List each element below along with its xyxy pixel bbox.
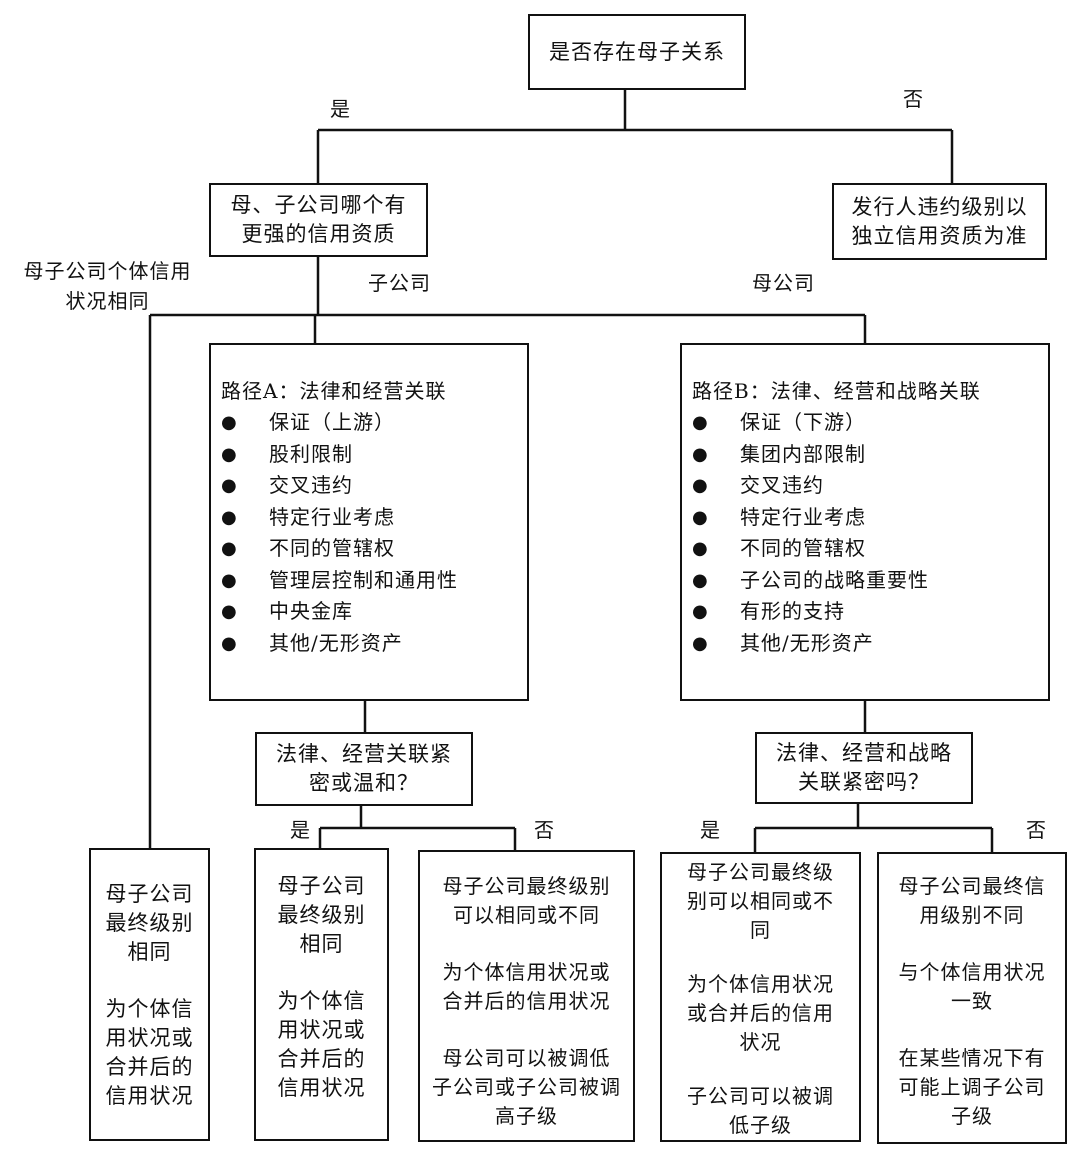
question-b-no-label: 否 — [1026, 818, 1047, 842]
list-item: ●不同的管辖权 — [692, 533, 1048, 565]
result-same-line-1: 母子公司 最终级别 相同 — [105, 882, 194, 964]
result-b-yes-box: 母子公司最终级 别可以相同或不 同 为个体信用状况 或合并后的信用 状况 子公司… — [660, 852, 861, 1142]
result-b-yes-line-1: 母子公司最终级 别可以相同或不 同 — [687, 860, 834, 942]
bullet-icon: ● — [692, 412, 709, 433]
bullet-icon: ● — [221, 538, 238, 559]
question-a-no-label: 否 — [534, 818, 555, 842]
same-credit-label: 母子公司个体信用 状况相同 — [23, 259, 192, 313]
stronger-question-box: 母、子公司哪个有 更强的信用资质 — [209, 183, 428, 257]
list-item: ●中央金库 — [221, 596, 527, 628]
root-no-label: 否 — [903, 87, 924, 111]
path-b-list: ●保证（下游） ●集团内部限制 ●交叉违约 ●特定行业考虑 ●不同的管辖权 ●子… — [692, 407, 1048, 659]
parent-label: 母公司 — [752, 271, 815, 295]
list-item: ●特定行业考虑 — [692, 502, 1048, 534]
list-item: ●其他/无形资产 — [692, 628, 1048, 660]
bullet-icon: ● — [221, 632, 238, 654]
bullet-icon: ● — [221, 569, 238, 591]
question-b-box: 法律、经营和战略 关联紧密吗？ — [755, 732, 973, 804]
bullet-icon: ● — [221, 443, 238, 465]
list-item: ●股利限制 — [221, 439, 527, 471]
path-b-title: 路径B：法律、经营和战略关联 — [692, 379, 981, 403]
result-a-no-box: 母子公司最终级别 可以相同或不同 为个体信用状况或 合并后的信用状况 母公司可以… — [418, 850, 635, 1142]
bullet-icon: ● — [692, 538, 709, 559]
list-item: ●交叉违约 — [221, 470, 527, 502]
result-b-yes-line-2: 为个体信用状况 或合并后的信用 状况 — [687, 972, 834, 1054]
question-a-box: 法律、经营关联紧 密或温和？ — [255, 732, 473, 806]
root-question-box: 是否存在母子关系 — [528, 14, 746, 90]
question-a-text: 法律、经营关联紧 密或温和？ — [276, 742, 452, 795]
question-b-connector — [753, 804, 994, 852]
list-item: ●集团内部限制 — [692, 439, 1048, 471]
result-a-no-line-1: 母子公司最终级别 可以相同或不同 — [442, 874, 611, 927]
list-item: ●有形的支持 — [692, 596, 1048, 628]
result-a-yes-line-2: 为个体信 用状况或 合并后的 信用状况 — [277, 989, 366, 1100]
question-b-text: 法律、经营和战略 关联紧密吗？ — [776, 741, 952, 794]
root-question-text: 是否存在母子关系 — [549, 39, 725, 64]
result-b-no-line-2: 与个体信用状况 一致 — [898, 960, 1046, 1013]
path-a-box: 路径A：法律和经营关联 ●保证（上游） ●股利限制 ●交叉违约 ●特定行业考虑 … — [209, 343, 529, 701]
list-item: ●保证（下游） — [692, 407, 1048, 439]
list-item: ●管理层控制和通用性 — [221, 565, 527, 597]
bullet-icon: ● — [221, 506, 238, 528]
root-connector — [316, 90, 954, 183]
list-item: ●其他/无形资产 — [221, 628, 527, 660]
level2-connector — [148, 257, 867, 848]
list-item: ●特定行业考虑 — [221, 502, 527, 534]
subsidiary-label: 子公司 — [368, 271, 431, 295]
bullet-icon: ● — [692, 475, 709, 496]
list-item: ●交叉违约 — [692, 470, 1048, 502]
no-relation-result-box: 发行人违约级别以 独立信用资质为准 — [832, 183, 1047, 260]
question-a-yes-label: 是 — [290, 818, 311, 842]
bullet-icon: ● — [221, 412, 238, 433]
bullet-icon: ● — [221, 601, 238, 622]
question-b-yes-label: 是 — [700, 818, 721, 842]
result-a-no-line-2: 为个体信用状况或 合并后的信用状况 — [442, 960, 611, 1013]
result-same-line-2: 为个体信 用状况或 合并后的 信用状况 — [105, 997, 194, 1108]
bullet-icon: ● — [221, 475, 238, 496]
bullet-icon: ● — [692, 506, 709, 528]
path-a-list: ●保证（上游） ●股利限制 ●交叉违约 ●特定行业考虑 ●不同的管辖权 ●管理层… — [221, 407, 527, 659]
result-a-yes-box: 母子公司 最终级别 相同 为个体信 用状况或 合并后的 信用状况 — [254, 848, 389, 1141]
bullet-icon: ● — [692, 632, 709, 654]
bullet-icon: ● — [692, 443, 709, 465]
list-item: ●子公司的战略重要性 — [692, 565, 1048, 597]
list-item: ●不同的管辖权 — [221, 533, 527, 565]
path-a-title: 路径A：法律和经营关联 — [221, 379, 447, 403]
result-same-box: 母子公司 最终级别 相同 为个体信 用状况或 合并后的 信用状况 — [89, 848, 210, 1141]
bullet-icon: ● — [692, 601, 709, 622]
result-b-yes-line-3: 子公司可以被调 低子级 — [687, 1084, 834, 1137]
stronger-question-text: 母、子公司哪个有 更强的信用资质 — [230, 193, 407, 246]
result-b-no-line-1: 母子公司最终信 用级别不同 — [898, 874, 1046, 927]
result-a-no-line-3: 母公司可以被调低 子公司或子公司被调 高子级 — [432, 1046, 621, 1128]
root-yes-label: 是 — [330, 97, 351, 121]
bullet-icon: ● — [692, 569, 709, 591]
question-a-connector — [318, 806, 517, 850]
result-a-yes-line-1: 母子公司 最终级别 相同 — [277, 874, 366, 956]
path-b-box: 路径B：法律、经营和战略关联 ●保证（下游） ●集团内部限制 ●交叉违约 ●特定… — [680, 343, 1050, 701]
list-item: ●保证（上游） — [221, 407, 527, 439]
result-b-no-box: 母子公司最终信 用级别不同 与个体信用状况 一致 在某些情况下有 可能上调子公司… — [877, 852, 1067, 1144]
no-relation-result-text: 发行人违约级别以 独立信用资质为准 — [851, 194, 1028, 248]
result-b-no-line-3: 在某些情况下有 可能上调子公司 子级 — [898, 1046, 1046, 1128]
